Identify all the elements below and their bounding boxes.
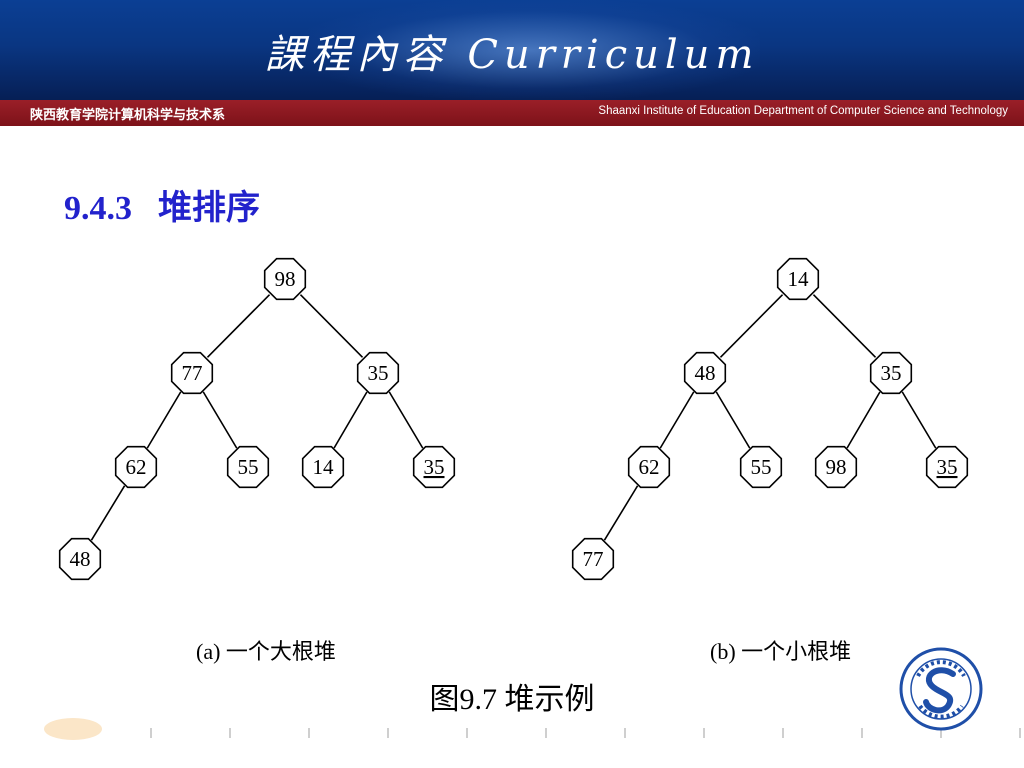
footer-tick [861,728,863,738]
institution-en: Shaanxi Institute of Education Departmen… [598,105,1008,117]
node-label: 62 [639,455,660,479]
footer-tick [387,728,389,738]
node-label: 35 [368,361,389,385]
node-label: 48 [70,547,91,571]
tree-edge [719,294,784,358]
institution-cn: 陕西教育学院计算机科学与技术系 [30,108,226,123]
institution-bar: 陕西教育学院计算机科学与技术系 Shaanxi Institute of Edu… [0,100,1024,126]
footer-tick [466,728,468,738]
tree-node [869,351,913,395]
node-label: 98 [275,267,296,291]
node-label: 14 [313,455,335,479]
tree-node [301,445,345,489]
node-label: 55 [751,455,772,479]
heap-diagrams: 98 77 35 62 55 14 35 48 14 48 35 62 55 98 35 77 [58,257,969,581]
footer-tick [308,728,310,738]
tree-node [739,445,783,489]
tree-edge [388,391,424,449]
min-heap-tree: 14 48 35 62 55 98 35 77 [571,257,969,581]
tree-edge [659,391,695,449]
tree-edge [715,391,751,449]
tree-node [776,257,820,301]
footer-tick [782,728,784,738]
footer-tick [940,728,942,738]
tree-node [814,445,858,489]
node-label: 35 [424,455,445,479]
node-label: 55 [238,455,259,479]
node-label: 98 [826,455,847,479]
caption-max-heap: (a) 一个大根堆 [196,639,336,664]
tree-edge [333,391,368,449]
node-label: 35 [937,455,958,479]
tree-edge [202,391,238,449]
node-label: 35 [881,361,902,385]
tree-node [58,537,102,581]
tree-edge [206,294,271,358]
max-heap-tree: 98 77 35 62 55 14 35 48 [58,257,456,581]
section-title: 堆排序 [158,190,260,227]
header-title: 課程內容 Curriculum [264,32,760,78]
footer-tick [545,728,547,738]
decorative-blob [44,718,102,740]
node-label: 77 [583,547,604,571]
tree-edge [299,294,364,358]
figure-title: 图9.7 堆示例 [429,683,595,716]
section-number: 9.4.3 [64,190,132,227]
tree-edge [603,485,639,541]
footer-tick [624,728,626,738]
footer-tick [150,728,152,738]
tree-edge [901,391,937,449]
tree-node [263,257,307,301]
footer-ticks [0,728,1024,768]
header-banner: 課程內容 Curriculum [0,0,1024,100]
tree-node [412,445,456,489]
tree-edge [812,294,877,358]
caption-min-heap: (b) 一个小根堆 [710,639,852,664]
node-label: 14 [788,267,810,291]
tree-edge [146,391,182,449]
tree-edge [846,391,881,449]
footer-tick [229,728,231,738]
header-glow [300,0,760,100]
tree-node [226,445,270,489]
tree-node [627,445,671,489]
node-label: 77 [182,361,203,385]
tree-node [356,351,400,395]
tree-node [114,445,158,489]
tree-node [683,351,727,395]
institute-seal-icon [898,646,984,736]
node-label: 48 [695,361,716,385]
tree-node [571,537,615,581]
tree-node [170,351,214,395]
node-label: 62 [126,455,147,479]
section-heading: 9.4.3 堆排序 [64,180,260,229]
footer-tick [1019,728,1021,738]
tree-edge [90,485,126,541]
tree-node [925,445,969,489]
footer-tick [703,728,705,738]
